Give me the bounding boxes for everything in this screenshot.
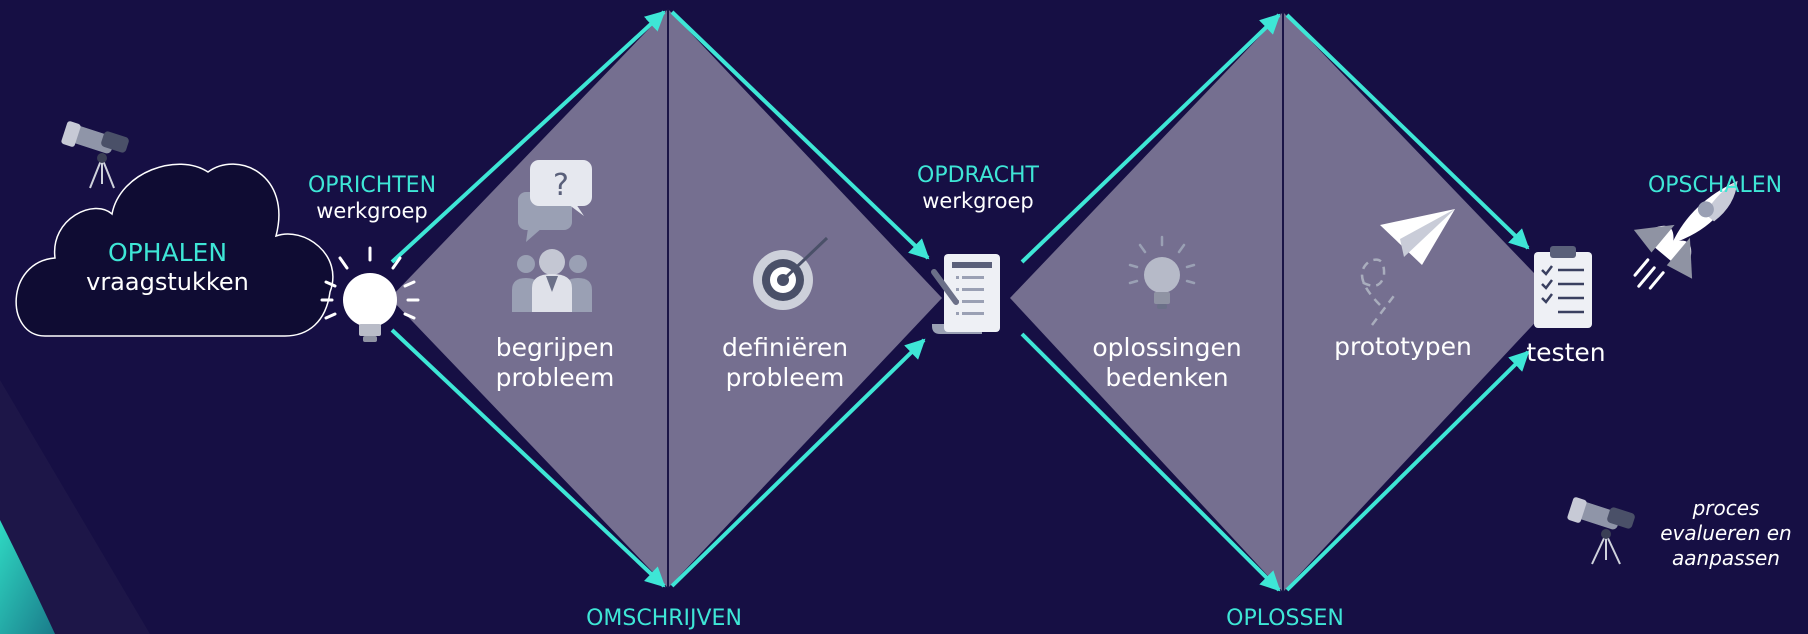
evaluation-note: proces evalueren en aanpassen [1644, 496, 1808, 571]
prototype-label: prototypen [1334, 332, 1472, 361]
discover-label-line-1: begrijpen [495, 333, 615, 362]
cloud-subtitle: vraagstukken [86, 268, 249, 296]
start-stage-label: OPRICHTEN werkgroep [292, 173, 452, 225]
develop-label: oplossingen bedenken [1072, 333, 1262, 393]
discover-label-line-2: probleem [495, 363, 615, 392]
rocket-icon [1633, 181, 1738, 290]
bulb-outline-icon [1128, 235, 1196, 309]
document-icon [931, 254, 1000, 334]
define-label-line-2: probleem [725, 363, 845, 392]
diamond-1-arrows [390, 10, 930, 588]
develop-label-line-1: oplossingen [1092, 333, 1242, 362]
develop-label-line-2: bedenken [1105, 363, 1229, 392]
diamond-1-bottom-label: OMSCHRIJVEN [586, 606, 742, 631]
define-label: definiëren probleem [700, 333, 870, 393]
end-stage-title: OPSCHALEN [1647, 173, 1783, 198]
define-label-line-1: definiëren [721, 333, 849, 362]
discover-label: begrijpen probleem [470, 333, 640, 393]
team-icon [512, 249, 592, 312]
clipboard-icon [1534, 246, 1592, 328]
mid-stage-subtitle: werkgroep [922, 189, 1034, 214]
diamond-2-bottom-label: OPLOSSEN [1226, 606, 1344, 631]
svg-text:?: ? [553, 168, 569, 203]
diamond-discover-define [390, 9, 942, 588]
lightbulb-icon [320, 246, 420, 342]
telescope-icon [61, 121, 129, 189]
diamond-2-arrows [1020, 13, 1530, 592]
target-icon [753, 236, 829, 310]
cloud-title: OPHALEN [107, 238, 228, 267]
mid-stage-label: OPDRACHT werkgroep [898, 163, 1058, 215]
chat-question-icon: ? [518, 160, 592, 242]
evaluation-note-line-3: aanpassen [1672, 546, 1780, 570]
evaluation-note-line-1: proces [1692, 496, 1760, 520]
corner-decoration [0, 380, 150, 634]
start-stage-title: OPRICHTEN [307, 173, 437, 198]
telescope-small-icon [1567, 497, 1635, 565]
cloud-label: OPHALEN vraagstukken [60, 238, 275, 297]
evaluation-note-line-2: evalueren en [1660, 521, 1792, 545]
mid-stage-title: OPDRACHT [917, 163, 1039, 188]
test-label: testen [1526, 338, 1606, 367]
paper-plane-icon [1359, 209, 1455, 326]
start-stage-subtitle: werkgroep [316, 199, 428, 224]
